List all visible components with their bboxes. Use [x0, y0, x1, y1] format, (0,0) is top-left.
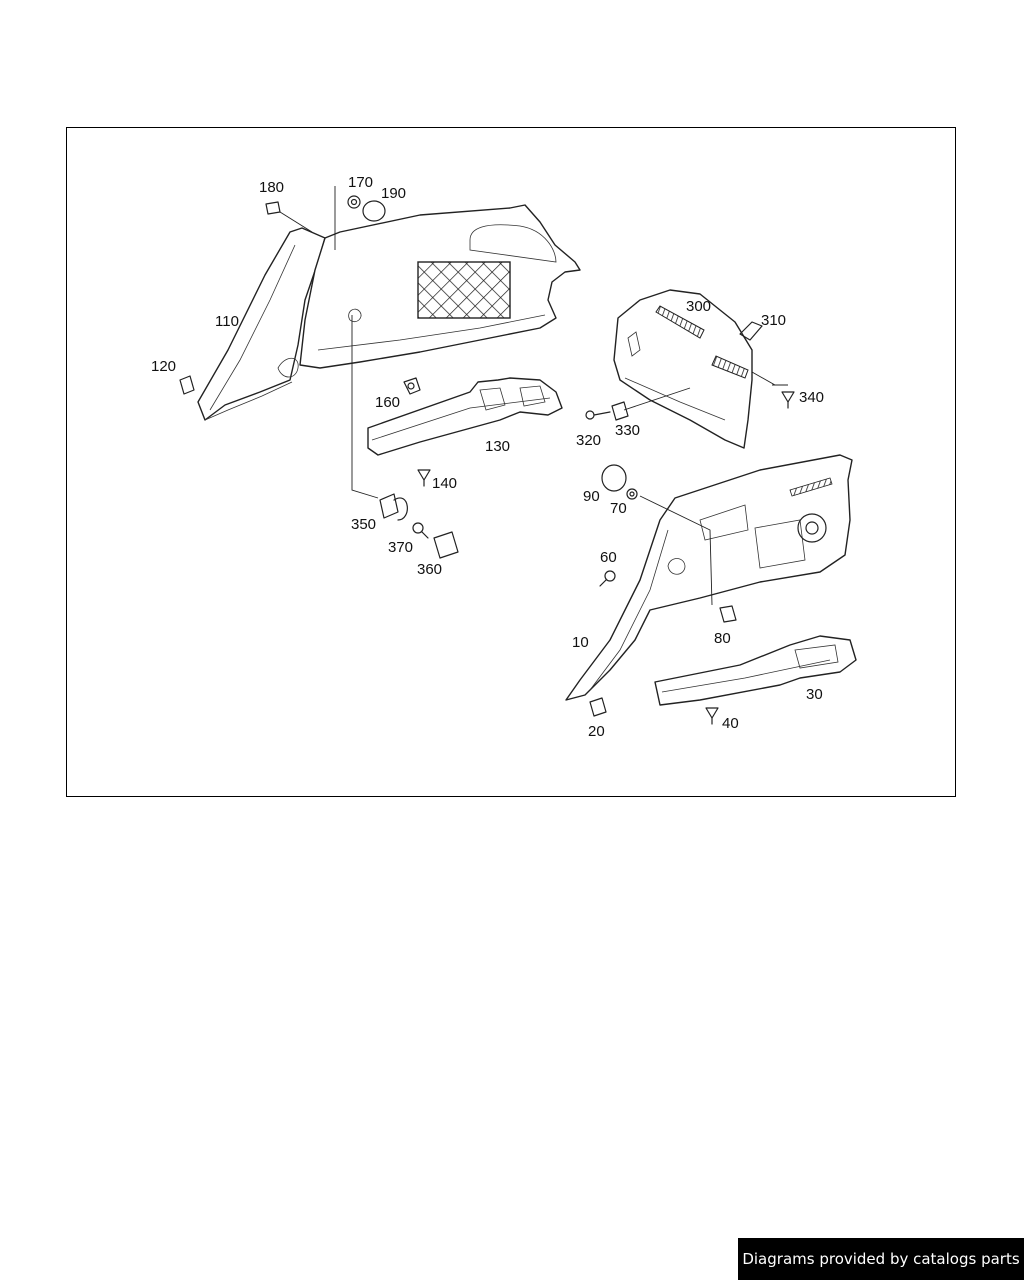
label-110: 110 — [215, 313, 239, 330]
washer-70 — [626, 488, 638, 500]
bracket-360 — [433, 531, 459, 559]
label-40: 40 — [722, 715, 739, 732]
label-160: 160 — [375, 394, 400, 411]
label-70: 70 — [610, 500, 627, 517]
label-130: 130 — [485, 438, 510, 455]
label-330: 330 — [615, 422, 640, 439]
label-310: 310 — [761, 312, 786, 329]
clip-120 — [179, 375, 195, 395]
clip-310 — [739, 321, 763, 341]
label-300: 300 — [686, 298, 711, 315]
clip-20 — [589, 697, 607, 717]
label-90: 90 — [583, 488, 600, 505]
label-170: 170 — [348, 174, 373, 191]
label-20: 20 — [588, 723, 605, 740]
label-120: 120 — [151, 358, 176, 375]
label-60: 60 — [600, 549, 617, 566]
clip-80 — [719, 605, 737, 623]
cover-190 — [362, 200, 386, 222]
clip-330 — [611, 401, 629, 421]
label-340: 340 — [799, 389, 824, 406]
label-320: 320 — [576, 432, 601, 449]
screw-370 — [412, 522, 429, 539]
sill-trim-30 — [654, 635, 857, 706]
screw-40 — [705, 707, 719, 725]
label-10: 10 — [572, 634, 589, 651]
label-360: 360 — [417, 561, 442, 578]
diagram-frame — [66, 127, 956, 797]
label-190: 190 — [381, 185, 406, 202]
pillar-trim-110 — [197, 227, 326, 421]
clip-170 — [347, 195, 361, 209]
label-180: 180 — [259, 179, 284, 196]
label-30: 30 — [806, 686, 823, 703]
screw-320 — [585, 410, 611, 420]
screw-140 — [417, 469, 431, 487]
label-370: 370 — [388, 539, 413, 556]
side-trim-panel-left — [299, 204, 581, 369]
rear-trim-panel-300 — [613, 289, 753, 449]
clip-180 — [265, 201, 313, 233]
cover-90 — [601, 464, 627, 492]
label-350: 350 — [351, 516, 376, 533]
label-140: 140 — [432, 475, 457, 492]
sill-trim-130 — [367, 377, 563, 456]
quarter-trim-panel-10 — [565, 454, 853, 701]
credit-footer: Diagrams provided by catalogs parts — [738, 1238, 1024, 1280]
label-80: 80 — [714, 630, 731, 647]
handle-350 — [379, 493, 408, 521]
screw-340 — [781, 391, 795, 409]
screw-60 — [599, 570, 616, 587]
clip-160 — [403, 377, 421, 395]
